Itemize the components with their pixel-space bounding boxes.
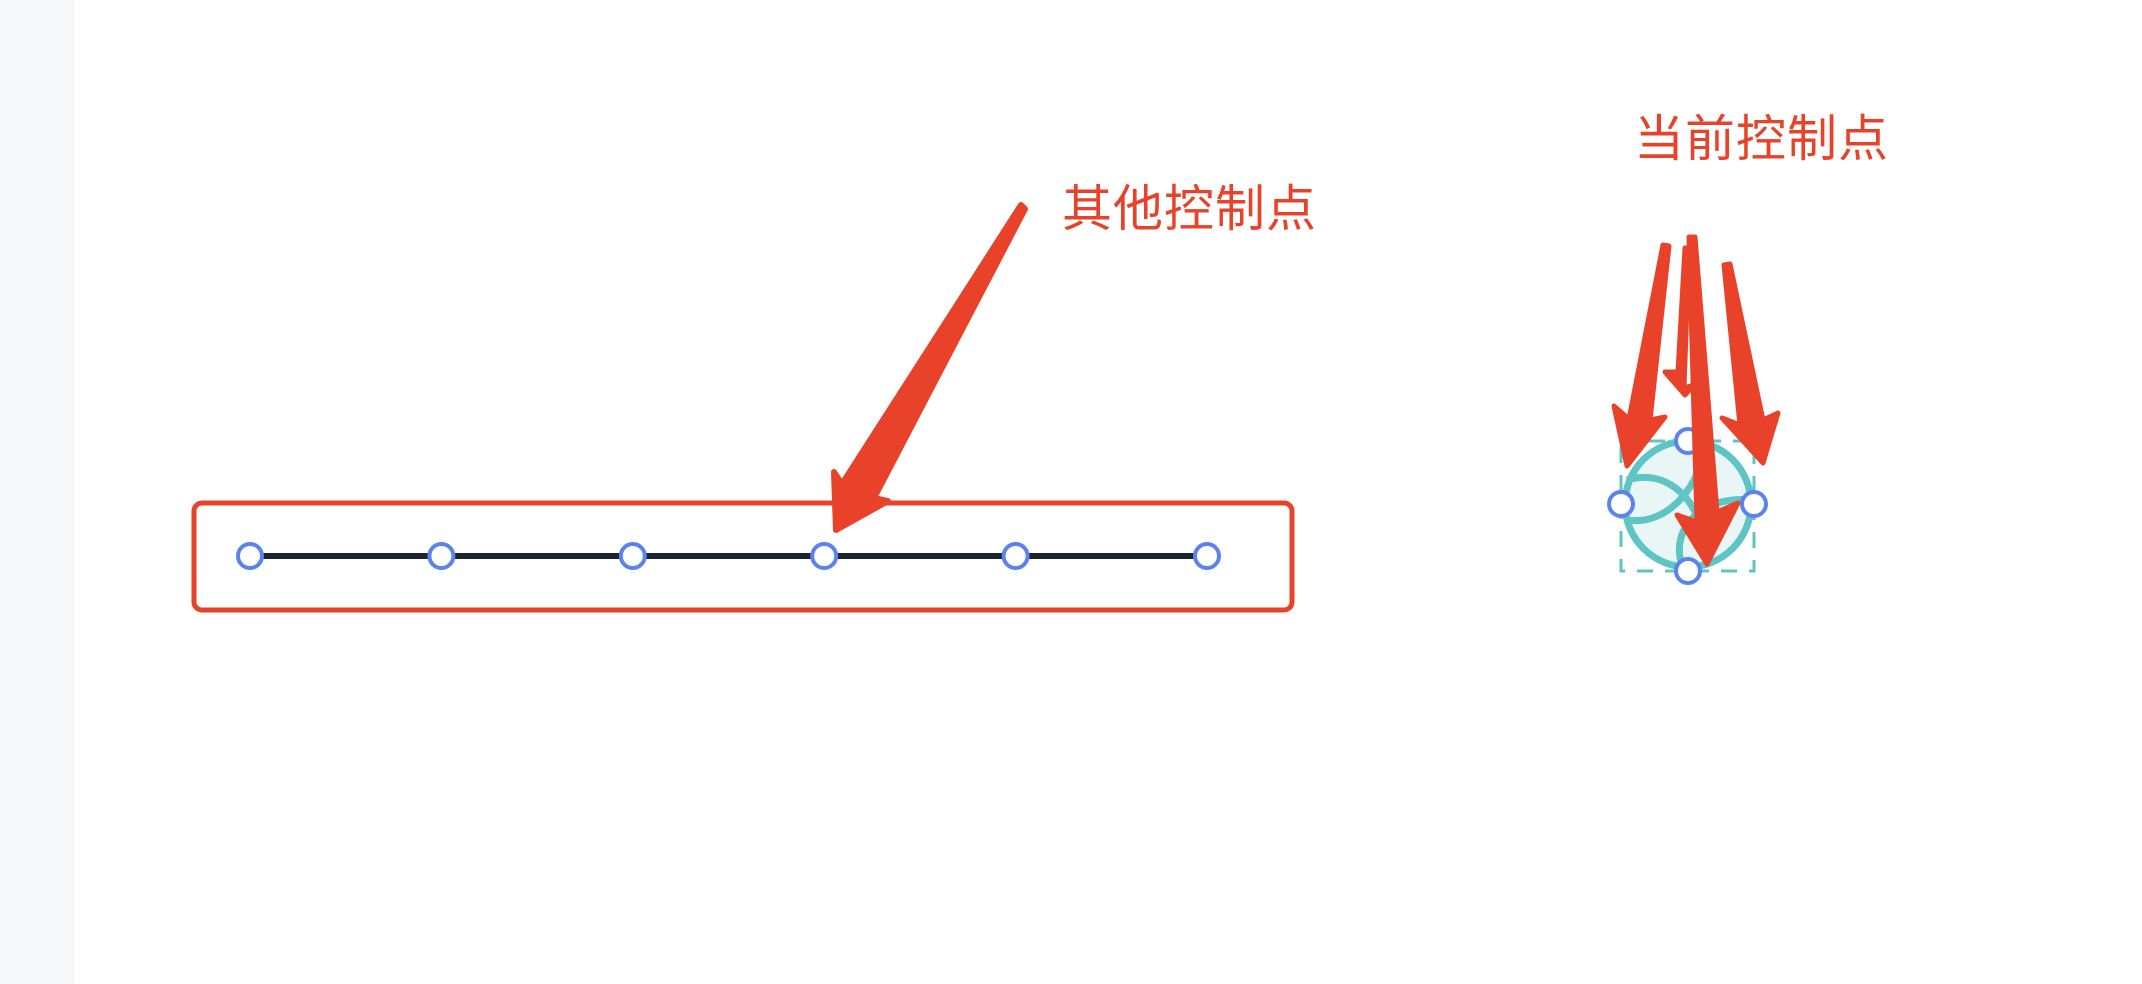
- node-handle-right[interactable]: [1740, 490, 1768, 518]
- annotation-arrow-current-4: [1719, 261, 1781, 466]
- node-handle-left[interactable]: [1607, 490, 1635, 518]
- control-point-2[interactable]: [427, 542, 456, 570]
- annotation-arrow-current-1: [1611, 242, 1672, 469]
- control-point-3[interactable]: [618, 542, 647, 570]
- node-handle-bottom[interactable]: [1674, 557, 1702, 585]
- control-point-6[interactable]: [1193, 542, 1221, 570]
- control-point-5[interactable]: [1001, 542, 1030, 570]
- polyline-control-points: [236, 542, 1221, 570]
- current-control-points-label: 当前控制点: [1634, 110, 1889, 168]
- other-control-points-label: 其他控制点: [1062, 180, 1317, 238]
- control-point-1[interactable]: [236, 542, 264, 570]
- left-sidebar-edge: [0, 0, 74, 984]
- annotation-arrow-other: [831, 202, 1028, 533]
- control-point-4[interactable]: [810, 542, 839, 570]
- highlight-box: [191, 500, 1295, 613]
- annotation-arrow-current-3: [1674, 234, 1741, 567]
